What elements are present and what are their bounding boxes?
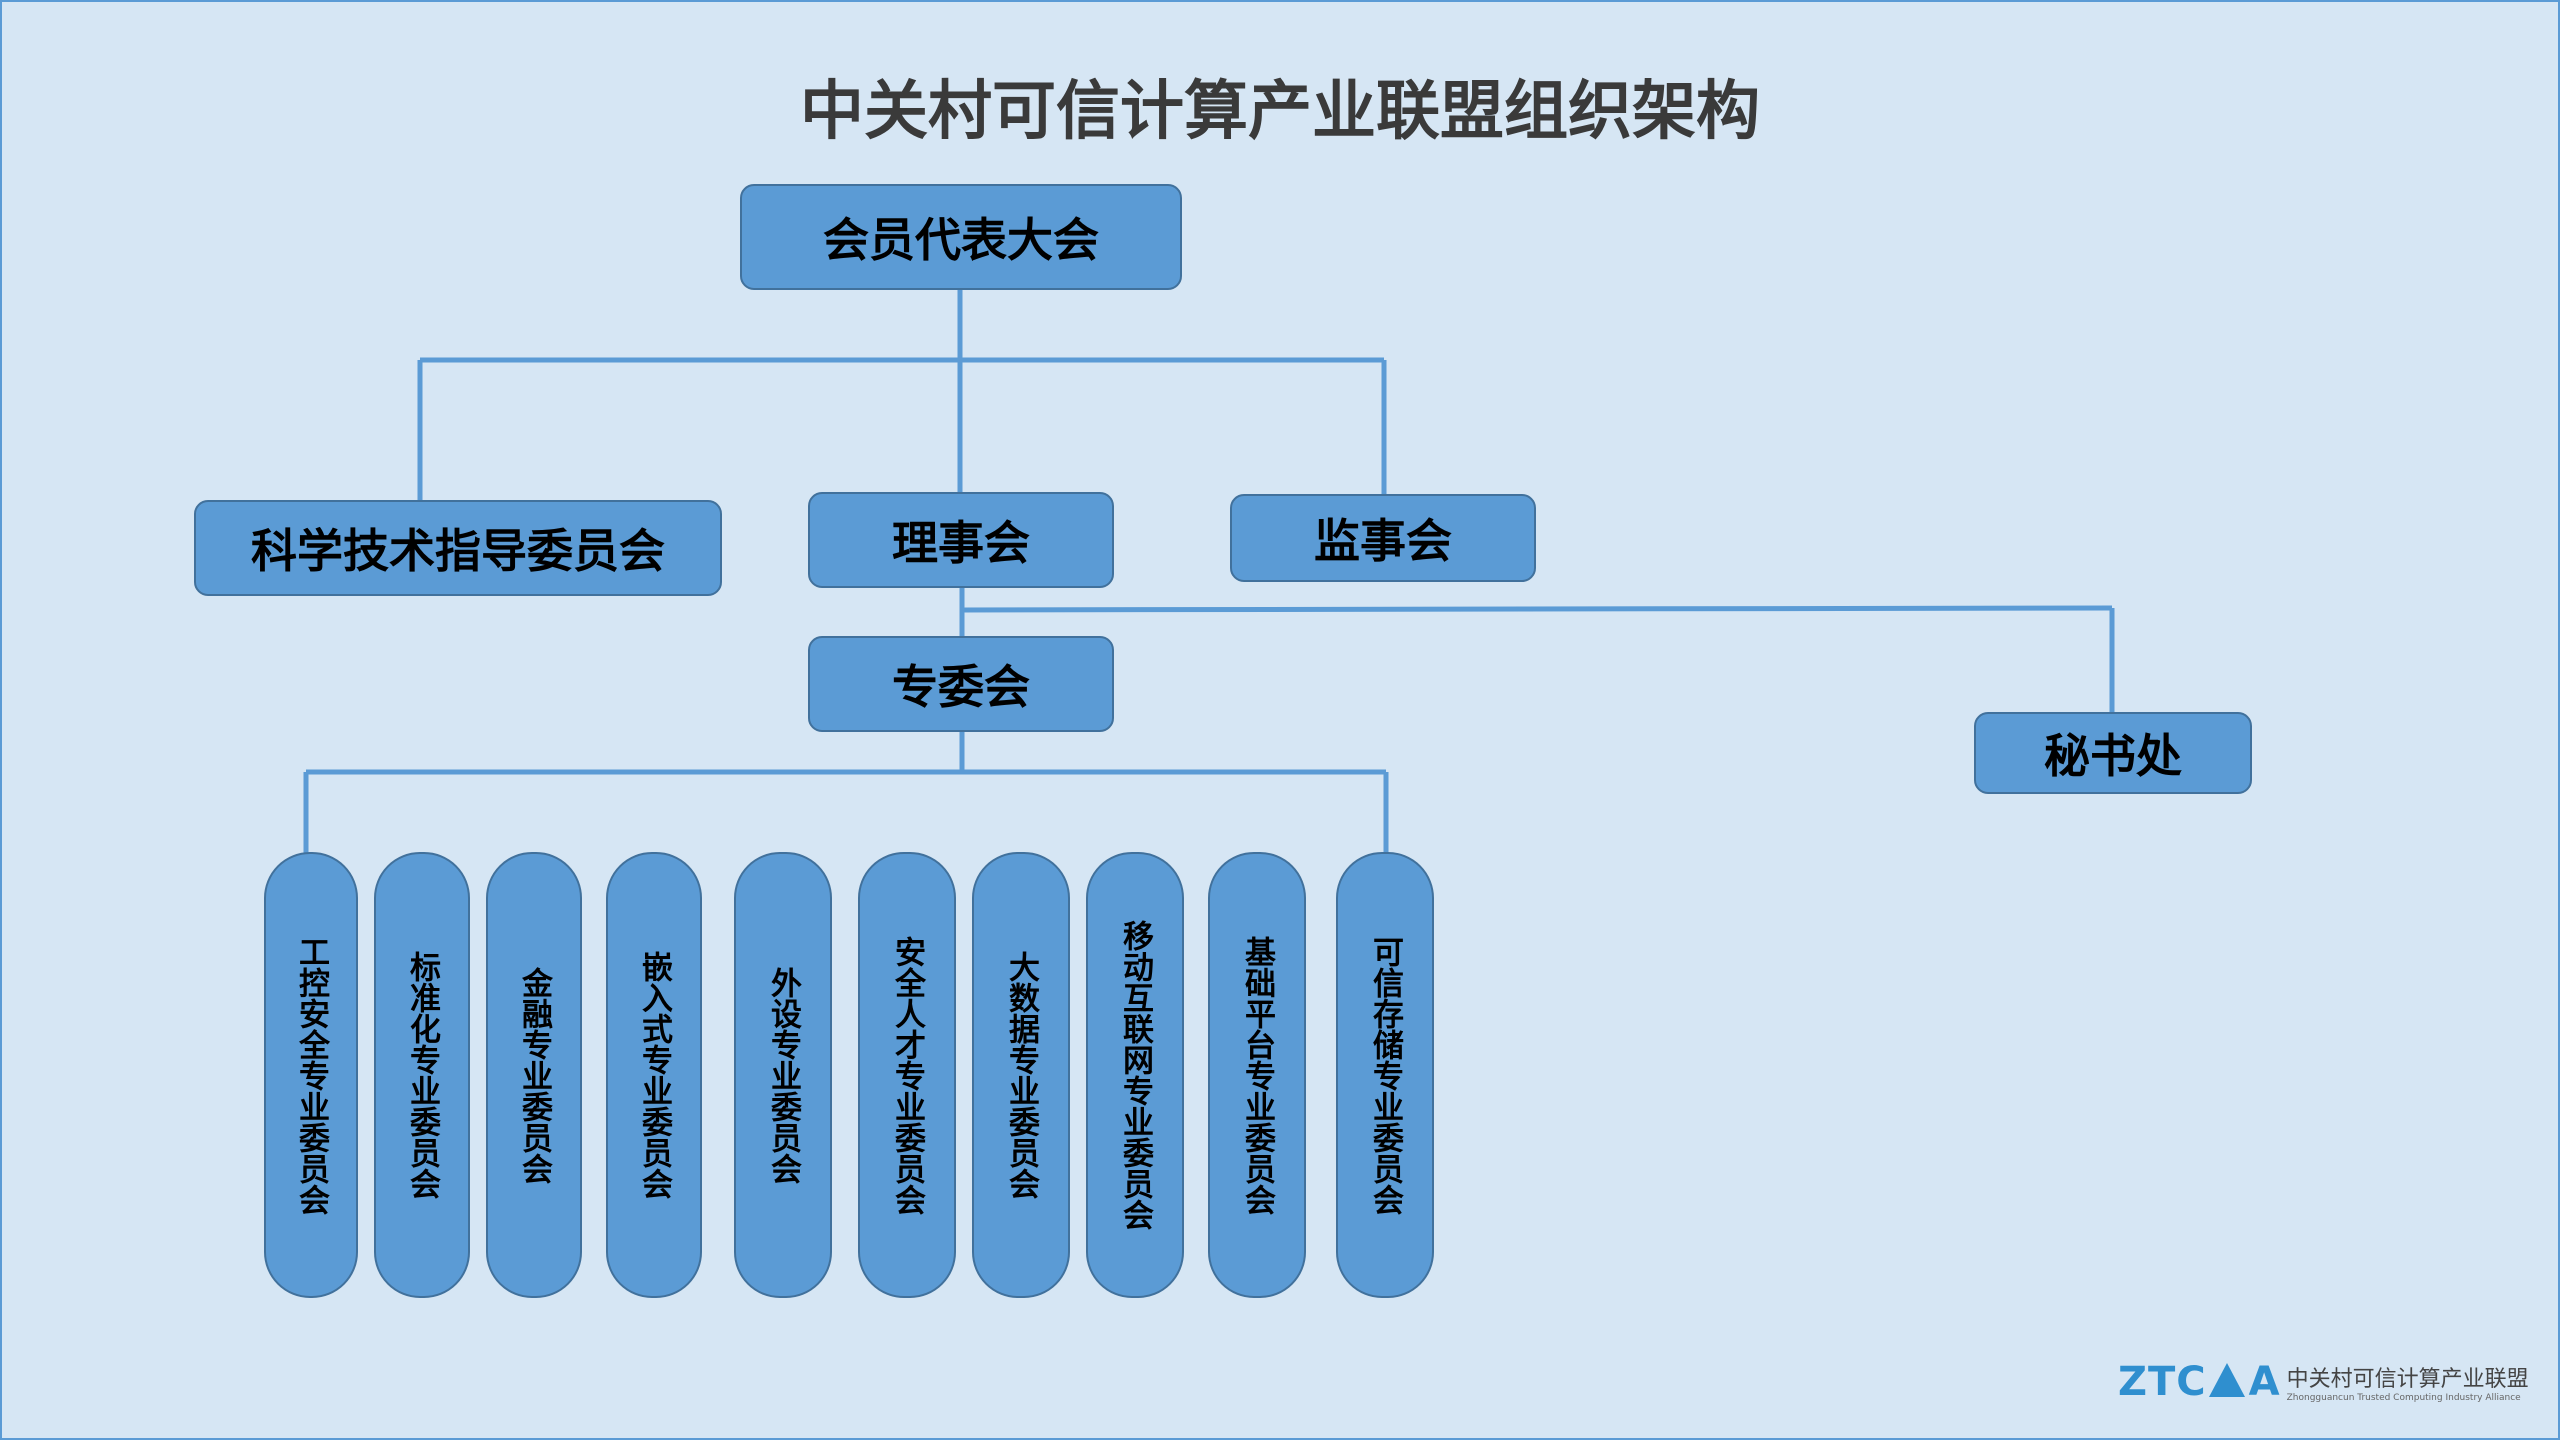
committee-peripherals: 外设专业委员会 bbox=[734, 852, 832, 1298]
committee-mobile-internet: 移动互联网专业委员会 bbox=[1086, 852, 1184, 1298]
logo-triangle-icon bbox=[2208, 1363, 2245, 1397]
committee-base-platform: 基础平台专业委员会 bbox=[1208, 852, 1306, 1298]
committee-embedded: 嵌入式专业委员会 bbox=[606, 852, 702, 1298]
node-secretariat: 秘书处 bbox=[1974, 712, 2252, 794]
logo-mark-text: ZTC bbox=[2118, 1359, 2207, 1405]
logo-name-cn: 中关村可信计算产业联盟 bbox=[2286, 1367, 2529, 1392]
committee-security-talent: 安全人才专业委员会 bbox=[858, 852, 956, 1298]
committee-standardization: 标准化专业委员会 bbox=[374, 852, 470, 1298]
logo-mark-text-end: A bbox=[2248, 1359, 2281, 1405]
committee-industrial-control-security: 工控安全专业委员会 bbox=[264, 852, 358, 1298]
node-member-assembly: 会员代表大会 bbox=[740, 184, 1182, 290]
logo-name-en: Zhongguancun Trusted Computing Industry … bbox=[2286, 1393, 2521, 1403]
committee-finance: 金融专业委员会 bbox=[486, 852, 582, 1298]
node-council: 理事会 bbox=[808, 492, 1114, 588]
committee-big-data: 大数据专业委员会 bbox=[972, 852, 1070, 1298]
node-special-committees: 专委会 bbox=[808, 636, 1114, 732]
committee-trusted-storage: 可信存储专业委员会 bbox=[1336, 852, 1434, 1298]
chart-title: 中关村可信计算产业联盟组织架构 bbox=[800, 75, 1760, 149]
node-supervisory-board: 监事会 bbox=[1230, 494, 1536, 582]
ztcia-logo: ZTC A 中关村可信计算产业联盟 Zhongguancun Trusted C… bbox=[2118, 1352, 2529, 1412]
node-sci-tech-committee: 科学技术指导委员会 bbox=[194, 500, 722, 596]
